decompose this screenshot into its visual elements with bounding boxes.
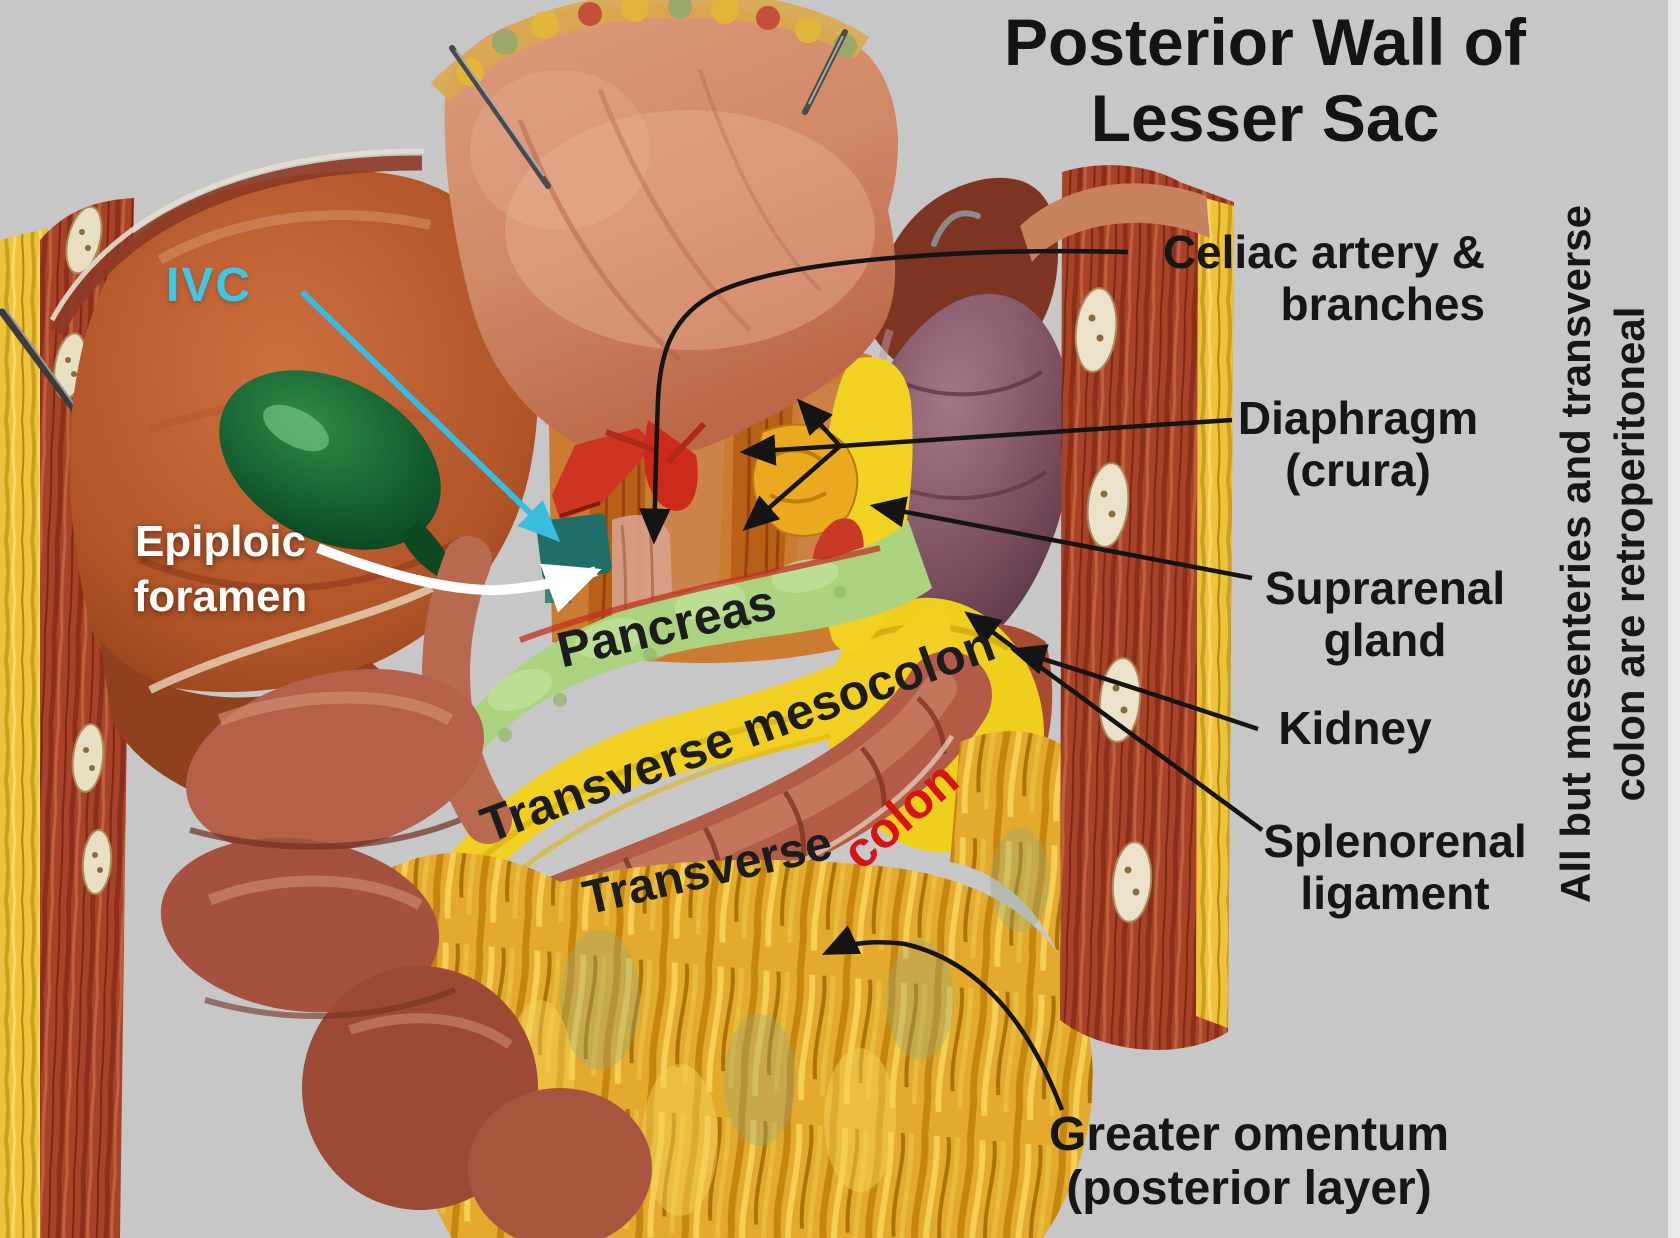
title-line1: Posterior Wall of: [1004, 5, 1526, 79]
label-diaphragm-crura: Diaphragm (crura): [1237, 392, 1479, 496]
label-greater-omentum: Greater omentum (posterior layer): [1049, 1108, 1450, 1215]
label-retroperitoneal-note: All but mesenteries and transverse colon…: [1552, 205, 1653, 903]
label-ivc: IVC: [166, 259, 253, 312]
rib-dots: [65, 229, 103, 873]
splenic-artery: [518, 545, 881, 643]
rib-cut-ovals-left: [53, 205, 113, 895]
title-line2: Lesser Sac: [1090, 81, 1440, 155]
page-title: Posterior Wall of Lesser Sac: [915, 4, 1615, 156]
ivc-marker-square: [536, 513, 612, 581]
pins: [449, 29, 981, 247]
label-splenorenal-ligament: Splenorenal ligament: [1263, 815, 1527, 919]
stomach-fringe: [430, 0, 870, 102]
red-cut-edge: [552, 428, 655, 520]
right-edge-strip: [1668, 0, 1680, 1238]
intestines: [148, 536, 652, 1238]
label-celiac-artery: Celiac artery & branches: [1162, 226, 1485, 330]
label-epiploic-foramen: Epiploic foramen: [133, 517, 308, 621]
label-suprarenal-gland: Suprarenal gland: [1264, 562, 1506, 666]
transverse-mesocolon-band: [452, 545, 962, 898]
label-kidney: Kidney: [1278, 702, 1432, 754]
diaphragm-edge: [1020, 183, 1210, 262]
